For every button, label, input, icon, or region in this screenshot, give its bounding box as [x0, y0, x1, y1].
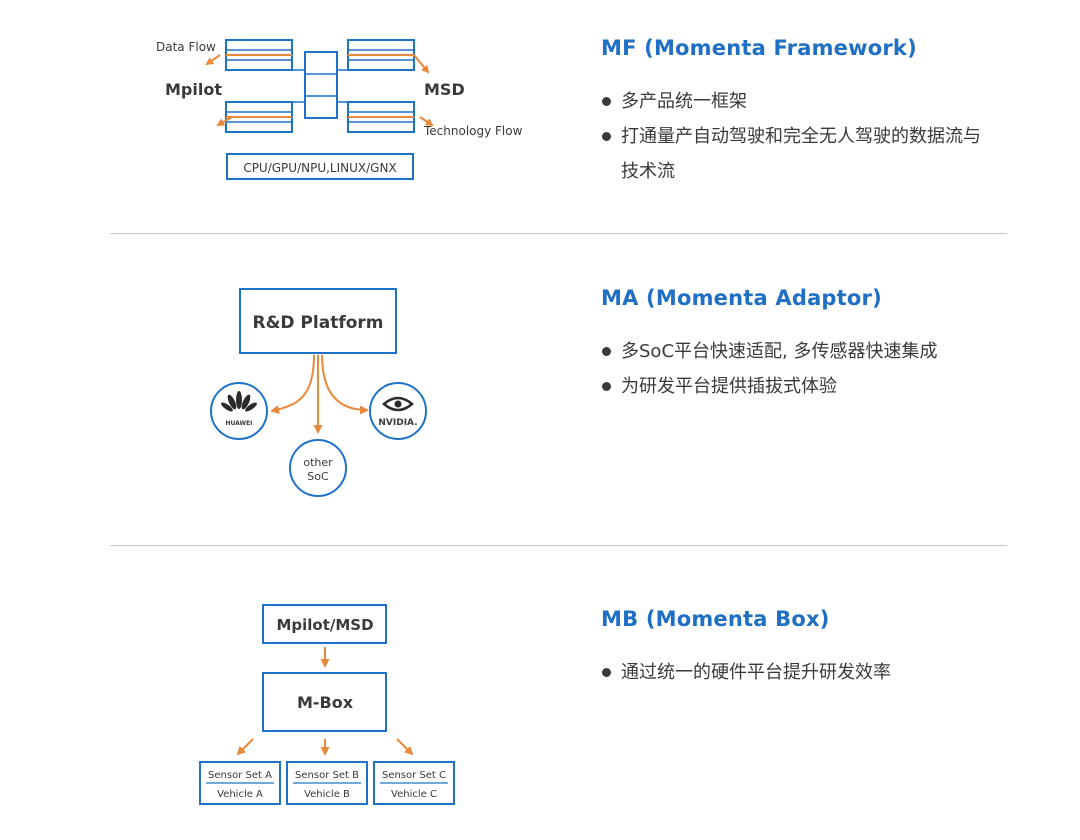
divider-2: [110, 545, 1007, 546]
mb-top-box: [262, 604, 387, 644]
other-soc-node: other SoC: [289, 439, 347, 497]
mf-flow-arrows: [205, 54, 434, 127]
vehicle-c-label: Vehicle C: [391, 789, 437, 800]
ma-bullet-1: 多SoC平台快速适配, 多传感器快速集成: [601, 334, 1001, 369]
huawei-logo-icon: HUAWEI: [210, 382, 268, 440]
ma-bullet-list: 多SoC平台快速适配, 多传感器快速集成 为研发平台提供插拔式体验: [601, 334, 1001, 404]
mf-connectors: [292, 69, 348, 103]
ma-diagram: R&D Platform HUAWEI NVIDIA.: [0, 270, 560, 510]
mf-title: MF (Momenta Framework): [601, 36, 917, 60]
sensor-set-c-label: Sensor Set C: [382, 770, 446, 781]
vehicle-b-label: Vehicle B: [304, 789, 350, 800]
mb-title: MB (Momenta Box): [601, 607, 830, 631]
vehicle-a-label: Vehicle A: [217, 789, 263, 800]
nvidia-logo-text: NVIDIA.: [378, 418, 417, 428]
sensor-set-b-label: Sensor Set B: [295, 770, 359, 781]
mb-mbox: [262, 672, 387, 732]
huawei-logo-text: HUAWEI: [225, 420, 252, 427]
mb-bullet-list: 通过统一的硬件平台提升研发效率: [601, 655, 1001, 690]
sensor-set-b-box: Sensor Set B Vehicle B: [286, 761, 368, 805]
mb-mbox-label: M-Box: [297, 693, 354, 712]
sensor-set-a-label: Sensor Set A: [208, 770, 272, 781]
ma-title: MA (Momenta Adaptor): [601, 286, 882, 310]
mf-bullet-1: 多产品统一框架: [601, 84, 1001, 119]
ma-bullet-2: 为研发平台提供插拔式体验: [601, 369, 1001, 404]
mf-mpilot-label: Mpilot: [165, 80, 222, 99]
mf-top-left-box: [225, 39, 293, 71]
mf-bottom-left-box: [225, 101, 293, 133]
mf-center-stack: [304, 51, 338, 119]
sensor-set-c-box: Sensor Set C Vehicle C: [373, 761, 455, 805]
mf-diagram: Data Flow Mpilot MSD Technology Flow CPU…: [0, 0, 560, 200]
sensor-set-a-box: Sensor Set A Vehicle A: [199, 761, 281, 805]
mf-bottom-right-box: [347, 101, 415, 133]
mf-msd-label: MSD: [424, 80, 465, 99]
ma-platform-box: [239, 288, 397, 354]
mf-data-flow-label: Data Flow: [156, 40, 216, 54]
mf-top-right-box: [347, 39, 415, 71]
mb-top-label: Mpilot/MSD: [276, 616, 373, 634]
ma-platform-label: R&D Platform: [252, 313, 383, 333]
ma-flow-arrows: [270, 354, 369, 434]
mf-platform-label: CPU/GPU/NPU,LINUX/GNX: [243, 161, 396, 175]
mf-platform-box: [226, 153, 414, 180]
mb-sensor-arrows: [236, 738, 414, 756]
nvidia-logo-icon: NVIDIA.: [369, 382, 427, 440]
mf-bullet-2: 打通量产自动驾驶和完全无人驾驶的数据流与技术流: [601, 119, 991, 189]
mb-bullet-1: 通过统一的硬件平台提升研发效率: [601, 655, 1001, 690]
mf-bullet-list: 多产品统一框架 打通量产自动驾驶和完全无人驾驶的数据流与技术流: [601, 84, 1001, 189]
other-soc-line2: SoC: [307, 470, 329, 483]
mb-diagram: Mpilot/MSD M-Box Sensor Set A Vehicle A …: [0, 595, 560, 815]
other-soc-line1: other: [303, 456, 333, 469]
divider-1: [110, 233, 1007, 234]
mf-tech-flow-label: Technology Flow: [423, 124, 523, 138]
